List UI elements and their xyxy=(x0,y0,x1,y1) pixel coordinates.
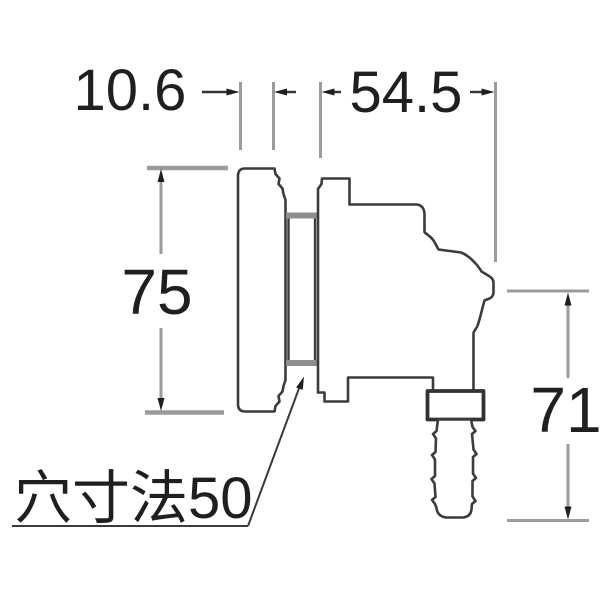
arrowhead-right xyxy=(226,88,240,96)
dimension-plate-thickness: 10.6 xyxy=(74,58,296,150)
fixture-outline xyxy=(236,167,495,519)
arrowhead-up xyxy=(564,292,572,306)
hole-size-label: 穴寸法50 xyxy=(14,466,253,531)
dimension-outlet-drop: 71 xyxy=(507,289,600,522)
dimension-label-71: 71 xyxy=(530,374,600,446)
valve-body xyxy=(316,177,495,403)
hole-size-note: 穴寸法50 xyxy=(12,376,304,531)
hose-collar xyxy=(425,389,486,422)
arrowhead-right xyxy=(481,88,495,96)
arrowhead-up xyxy=(157,169,165,182)
arrowhead-left xyxy=(321,88,335,96)
dimension-label-54-5: 54.5 xyxy=(350,60,463,125)
leader-line xyxy=(247,382,302,527)
hose-barb xyxy=(430,418,478,519)
neck-bottom-bar xyxy=(286,360,319,366)
dimension-body-depth: 54.5 xyxy=(319,60,497,262)
flange-plate xyxy=(236,167,287,413)
arrowhead-down xyxy=(157,398,165,411)
arrowhead-down xyxy=(564,506,572,520)
neck-top-bar xyxy=(286,212,319,219)
leader-arrowhead xyxy=(296,376,304,390)
dimension-label-75: 75 xyxy=(121,256,192,328)
dimension-label-10-6: 10.6 xyxy=(74,58,187,123)
dimension-plate-height: 75 xyxy=(121,165,228,415)
arrowhead-left xyxy=(274,88,287,96)
